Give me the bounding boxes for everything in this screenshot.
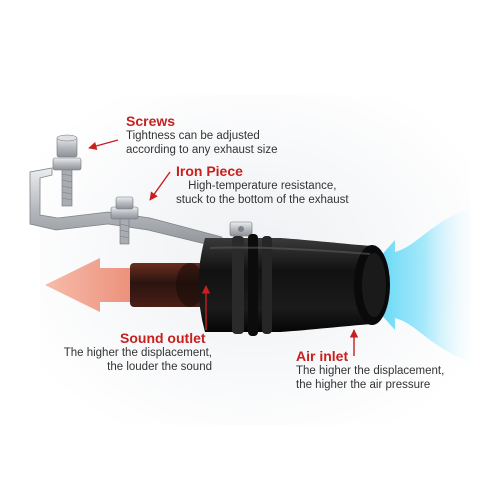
screw-body xyxy=(229,221,253,237)
iron-piece-title: Iron Piece xyxy=(176,163,243,179)
iron-piece-desc-line1: High-temperature resistance, xyxy=(188,180,337,192)
screws-pointer xyxy=(88,139,119,151)
air-inflow-arrow xyxy=(355,205,480,365)
callout-air-inlet: Air inlet The higher the displacement, t… xyxy=(296,348,444,392)
callout-iron-piece: Iron Piece High-temperature resistance, … xyxy=(176,163,349,207)
callout-sound-outlet: Sound outlet The higher the displacement… xyxy=(60,330,212,374)
screws-desc-line2: according to any exhaust size xyxy=(126,144,278,156)
outlet-tube-shadow xyxy=(176,263,204,307)
air-inlet-desc-line1: The higher the displacement, xyxy=(296,365,445,377)
screw-middle xyxy=(110,196,139,245)
iron-piece-desc-line2: stuck to the bottom of the exhaust xyxy=(176,194,349,206)
air-inlet-desc-line2: the higher the air pressure xyxy=(296,379,431,391)
sound-outlet-desc-line2: the louder the sound xyxy=(107,361,212,373)
screws-title: Screws xyxy=(126,113,176,129)
screws-desc-line1: Tightness can be adjusted xyxy=(126,130,260,142)
sound-outlet-title: Sound outlet xyxy=(120,330,206,346)
whistle-body xyxy=(198,234,390,336)
iron-piece-pointer xyxy=(149,171,171,201)
screw-left xyxy=(52,134,82,207)
sound-outlet-desc-line1: The higher the displacement, xyxy=(63,347,212,359)
sound-outflow-arrow xyxy=(45,258,150,312)
air-inlet-title: Air inlet xyxy=(296,348,349,364)
callout-screws: Screws Tightness can be adjusted accordi… xyxy=(126,113,278,157)
